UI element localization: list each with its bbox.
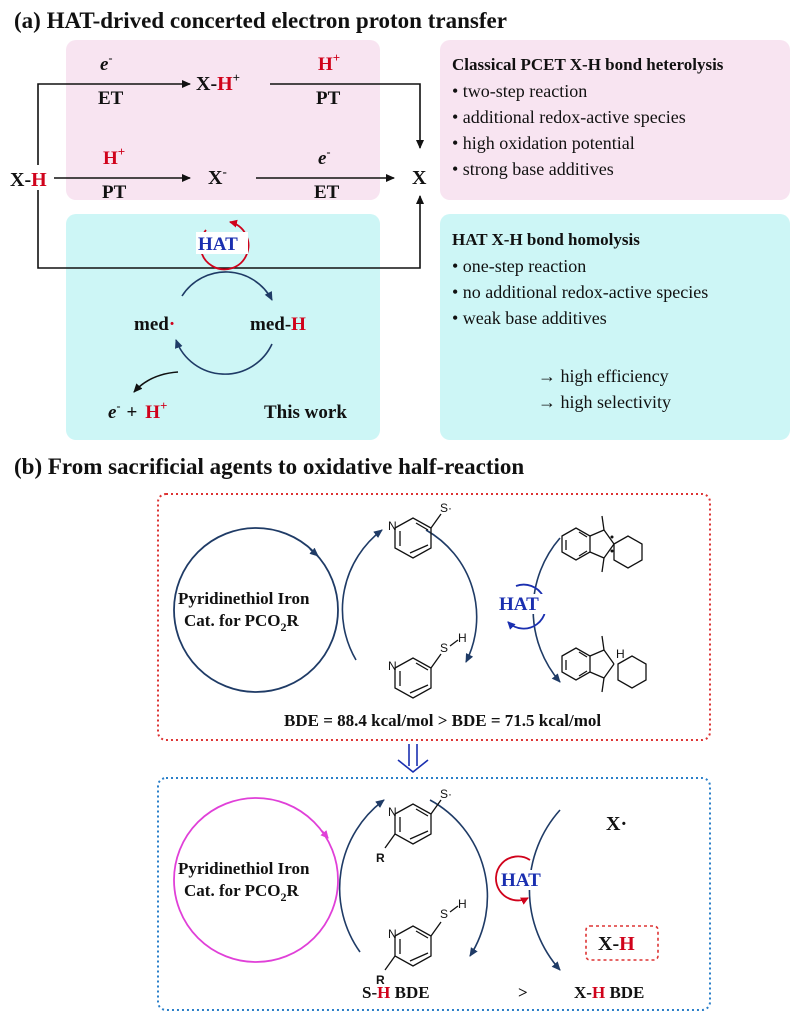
hat-arrow-path <box>37 190 424 269</box>
oxidative-half-reaction-box <box>157 777 711 1011</box>
med-radical-label: med· <box>134 314 175 335</box>
xh-bde-label: X-H BDE <box>574 983 644 1002</box>
mid-pt-label: PT <box>102 182 127 203</box>
med-cycle-arc-top <box>181 271 273 301</box>
xh-plus-label: X-H+ <box>196 70 240 95</box>
h-atom: H <box>458 897 467 911</box>
benzimidazolyl-radical <box>561 515 643 573</box>
et-arrow-top <box>37 80 191 165</box>
pcet-path-box <box>66 40 380 200</box>
catalyst-cycle-arrow <box>309 547 319 557</box>
transition-arrow <box>397 744 429 774</box>
r-pyridinethiyl-radical <box>384 799 442 849</box>
med-cycle-arc-bottom <box>175 339 273 375</box>
catalyst-cycle <box>173 527 339 693</box>
r-pyridinethiol <box>384 905 459 971</box>
bde-greater-sign: > <box>518 983 528 1002</box>
mid-hplus-label: H+ <box>103 144 125 169</box>
e-h-products: e-+H+ <box>108 398 167 423</box>
catalyst-label-line1: Pyridinethiol Iron <box>178 589 310 608</box>
n-atom: N <box>388 519 397 533</box>
mid-e-label: e- <box>318 145 330 169</box>
catalyst-label-line1-b2: Pyridinethiol Iron <box>178 859 310 878</box>
s-radical-atom: S· <box>440 787 452 801</box>
bim-h-atom: H <box>616 647 625 661</box>
med-h-label: med-H <box>250 314 306 335</box>
release-arrow <box>133 371 179 393</box>
classical-bullet: • two-step reaction <box>452 81 587 101</box>
top-hplus-label: H+ <box>318 50 340 75</box>
panel-a-heading: (a) HAT-drived concerted electron proton… <box>14 8 507 33</box>
radical-to-thiol-arc <box>425 529 478 663</box>
hat-bullet: • one-step reaction <box>452 256 586 276</box>
top-e-label: e- <box>100 51 112 75</box>
n-atom: N <box>388 927 397 941</box>
x-radical-label: X· <box>606 813 627 835</box>
catalyst-cycle-arrow-b2 <box>320 830 329 839</box>
hat-outcome: → high efficiency <box>538 366 669 386</box>
r-group: R <box>376 851 385 865</box>
classical-box-title: Classical PCET X-H bond heterolysis <box>452 55 724 74</box>
thiol-to-radical-arc <box>341 529 383 661</box>
classical-bullet: • strong base additives <box>452 159 614 179</box>
s-atom: S <box>440 641 448 655</box>
hat-label-bg-b2 <box>500 870 550 890</box>
pyridinethiyl-radical <box>394 513 442 559</box>
hat-cycle-icon-b2 <box>495 855 531 905</box>
panel-b-heading: (b) From sacrificial agents to oxidative… <box>14 454 524 479</box>
hat-homolysis-box <box>440 214 790 440</box>
x-product-label: X <box>412 167 427 189</box>
s-atom: S <box>440 907 448 921</box>
this-work-label: This work <box>264 402 347 423</box>
catalyst-label-line2-b2: Cat. for PCO2R <box>184 881 299 904</box>
s-radical-atom: S· <box>440 501 452 515</box>
catalyst-cycle-b2 <box>173 797 339 963</box>
top-pt-label: PT <box>316 88 341 109</box>
h-atom: H <box>458 631 467 645</box>
classical-bullet: • high oxidation potential <box>452 133 635 153</box>
catalyst-label-line2: Cat. for PCO2R <box>184 611 299 634</box>
xh-substrate-label: X-H <box>598 933 635 955</box>
thiol-to-radical-arc-b2 <box>338 799 385 953</box>
pyridinethiol <box>394 639 459 699</box>
hat-bullet: • no additional redox-active species <box>452 282 708 302</box>
r-group: R <box>376 973 385 987</box>
xh-substrate-box <box>585 925 659 961</box>
bde-comparison: BDE = 88.4 kcal/mol > BDE = 71.5 kcal/mo… <box>284 711 601 730</box>
sh-bde-label: S-H BDE <box>362 983 430 1002</box>
classical-pcet-box <box>440 40 790 200</box>
top-et-label: ET <box>98 88 124 109</box>
benzimidazoline <box>561 635 647 693</box>
radical-dot <box>610 549 614 553</box>
pt-arrow-top <box>270 83 424 149</box>
radical-dot <box>610 535 614 539</box>
hat-label: HAT <box>198 234 238 255</box>
x-minus-label: X- <box>208 164 227 189</box>
hat-label-b2: HAT <box>501 870 541 891</box>
hat-box-title: HAT X-H bond homolysis <box>452 230 640 249</box>
n-atom: N <box>388 805 397 819</box>
classical-bullet: • additional redox-active species <box>452 107 686 127</box>
mid-et-label: ET <box>314 182 340 203</box>
n-atom: N <box>388 659 397 673</box>
radical-to-thiol-arc-b2 <box>429 799 489 957</box>
hat-label-b1: HAT <box>499 594 539 615</box>
xh-start-label: X-H <box>10 169 47 191</box>
hat-label-bg-b1 <box>498 594 548 614</box>
hat-bullet: • weak base additives <box>452 308 607 328</box>
hat-outcome: → high selectivity <box>538 392 671 412</box>
hat-label-bg <box>196 232 248 254</box>
